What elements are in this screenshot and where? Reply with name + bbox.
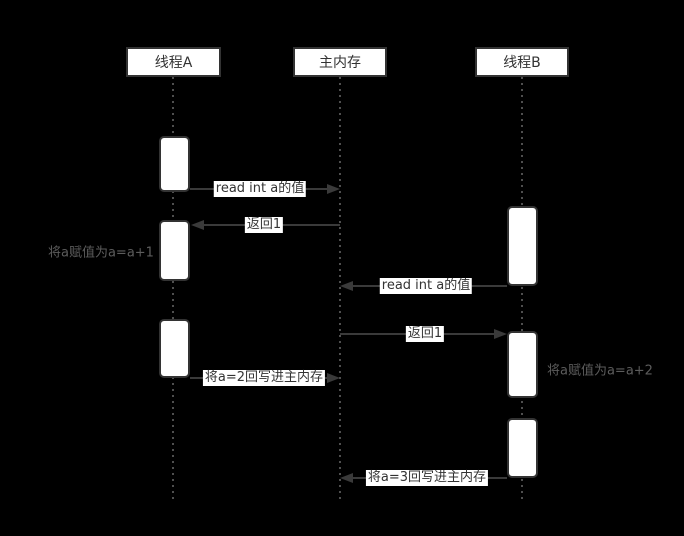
message-label-return-1-thread-b: 返回1 (405, 326, 445, 342)
participant-box-thread-a: 线程A (126, 47, 221, 77)
activation-box-thread-b-2 (507, 331, 538, 398)
activation-box-thread-a-1 (159, 136, 190, 192)
participant-box-main-memory: 主内存 (293, 47, 387, 77)
participant-box-thread-b: 线程B (475, 47, 569, 77)
activation-box-thread-a-2 (159, 220, 190, 281)
arrowhead-left-icon (340, 473, 353, 483)
message-label-write-back-a2: 将a=2回写进主内存 (202, 370, 326, 386)
activation-box-thread-b-3 (507, 418, 538, 478)
message-label-read-a-thread-a: read int a的值 (213, 181, 307, 197)
arrowhead-right-icon (327, 184, 340, 194)
message-label-write-back-a3: 将a=3回写进主内存 (365, 470, 489, 486)
note-assign-a-plus-1: 将a赋值为a=a+1 (48, 245, 154, 261)
arrowhead-right-icon (494, 329, 507, 339)
lifeline-thread-a (172, 77, 174, 502)
activation-box-thread-a-3 (159, 319, 190, 378)
activation-box-thread-b-1 (507, 206, 538, 286)
message-label-return-1-thread-a: 返回1 (244, 217, 284, 233)
arrowhead-left-icon (340, 281, 353, 291)
lifeline-thread-b (521, 77, 523, 502)
message-label-read-a-thread-b: read int a的值 (379, 278, 473, 294)
arrowhead-right-icon (327, 373, 340, 383)
note-assign-a-plus-2: 将a赋值为a=a+2 (547, 363, 653, 379)
arrowhead-left-icon (191, 220, 204, 230)
